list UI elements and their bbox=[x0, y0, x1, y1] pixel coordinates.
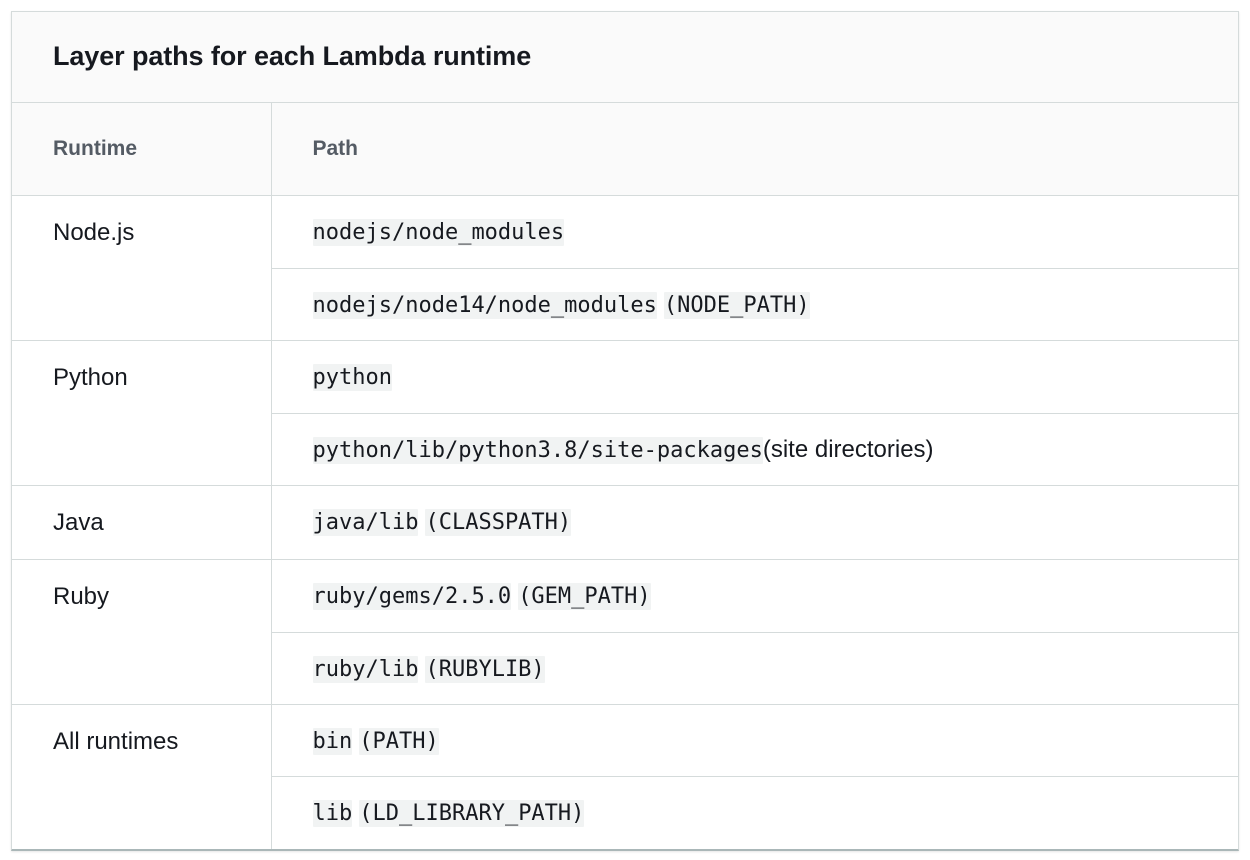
path-entry: ruby/gems/2.5.0(GEM_PATH) bbox=[271, 560, 1238, 633]
column-header-runtime: Runtime bbox=[12, 103, 271, 197]
path-code: java/lib bbox=[312, 508, 419, 536]
path-code: nodejs/node_modules bbox=[312, 219, 565, 247]
path-code: nodejs/node14/node_modules bbox=[312, 291, 657, 319]
path-code: python/lib/python3.8/site-packages bbox=[312, 436, 763, 464]
path-entry: python/lib/python3.8/site-packages(site … bbox=[272, 414, 1239, 485]
runtime-cell: Node.js bbox=[12, 195, 271, 342]
path-code: ruby/lib bbox=[312, 655, 419, 683]
path-entry: nodejs/node14/node_modules(NODE_PATH) bbox=[272, 269, 1239, 340]
path-entry: python bbox=[271, 341, 1238, 414]
path-cell: java/lib(CLASSPATH) bbox=[270, 485, 1239, 561]
path-env-var: (LD_LIBRARY_PATH) bbox=[359, 800, 585, 828]
table-caption: Layer paths for each Lambda runtime bbox=[12, 12, 1238, 104]
runtime-cell: Ruby bbox=[12, 559, 271, 705]
runtime-cell: Python bbox=[12, 340, 271, 486]
path-note: (site directories) bbox=[762, 435, 934, 463]
path-cell: bin(PATH)lib(LD_LIBRARY_PATH) bbox=[270, 704, 1239, 849]
path-cell: python python/lib/python3.8/site-packages… bbox=[270, 340, 1239, 486]
path-env-var: (GEM_PATH) bbox=[518, 583, 651, 611]
table-header: Runtime Path bbox=[12, 103, 1238, 197]
path-code: python bbox=[312, 364, 392, 392]
column-header-path: Path bbox=[270, 103, 1238, 197]
layer-paths-table-card: Layer paths for each Lambda runtime Runt… bbox=[11, 11, 1239, 851]
table-row: Python python python/lib/python3.8/site-pa… bbox=[12, 340, 1239, 486]
path-entry: nodejs/node_modules bbox=[271, 196, 1238, 269]
table-body: Node.js nodejs/node_modules nodejs/node14/… bbox=[12, 195, 1239, 849]
path-entry: java/lib(CLASSPATH) bbox=[272, 486, 1239, 557]
path-cell: ruby/gems/2.5.0(GEM_PATH)ruby/lib(RUBYLI… bbox=[270, 559, 1239, 705]
path-entry: bin(PATH) bbox=[271, 705, 1238, 778]
path-entry: lib(LD_LIBRARY_PATH) bbox=[272, 777, 1239, 848]
path-code: bin bbox=[312, 727, 353, 755]
path-code: lib bbox=[312, 800, 353, 828]
path-cell: nodejs/node_modules nodejs/node14/node_mo… bbox=[270, 195, 1239, 342]
path-env-var: (NODE_PATH) bbox=[663, 291, 810, 319]
path-env-var: (CLASSPATH) bbox=[425, 508, 572, 536]
path-env-var: (PATH) bbox=[359, 727, 439, 755]
table-header-row: Runtime Path bbox=[12, 103, 1238, 197]
runtime-cell: All runtimes bbox=[12, 704, 271, 849]
path-code: ruby/gems/2.5.0 bbox=[312, 583, 512, 611]
page-title: Layer paths for each Lambda runtime bbox=[53, 41, 532, 71]
runtime-cell: Java bbox=[12, 485, 271, 561]
table-row: Node.js nodejs/node_modules nodejs/node14/… bbox=[12, 195, 1239, 342]
path-env-var: (RUBYLIB) bbox=[425, 655, 545, 683]
path-entry: ruby/lib(RUBYLIB) bbox=[272, 633, 1239, 704]
